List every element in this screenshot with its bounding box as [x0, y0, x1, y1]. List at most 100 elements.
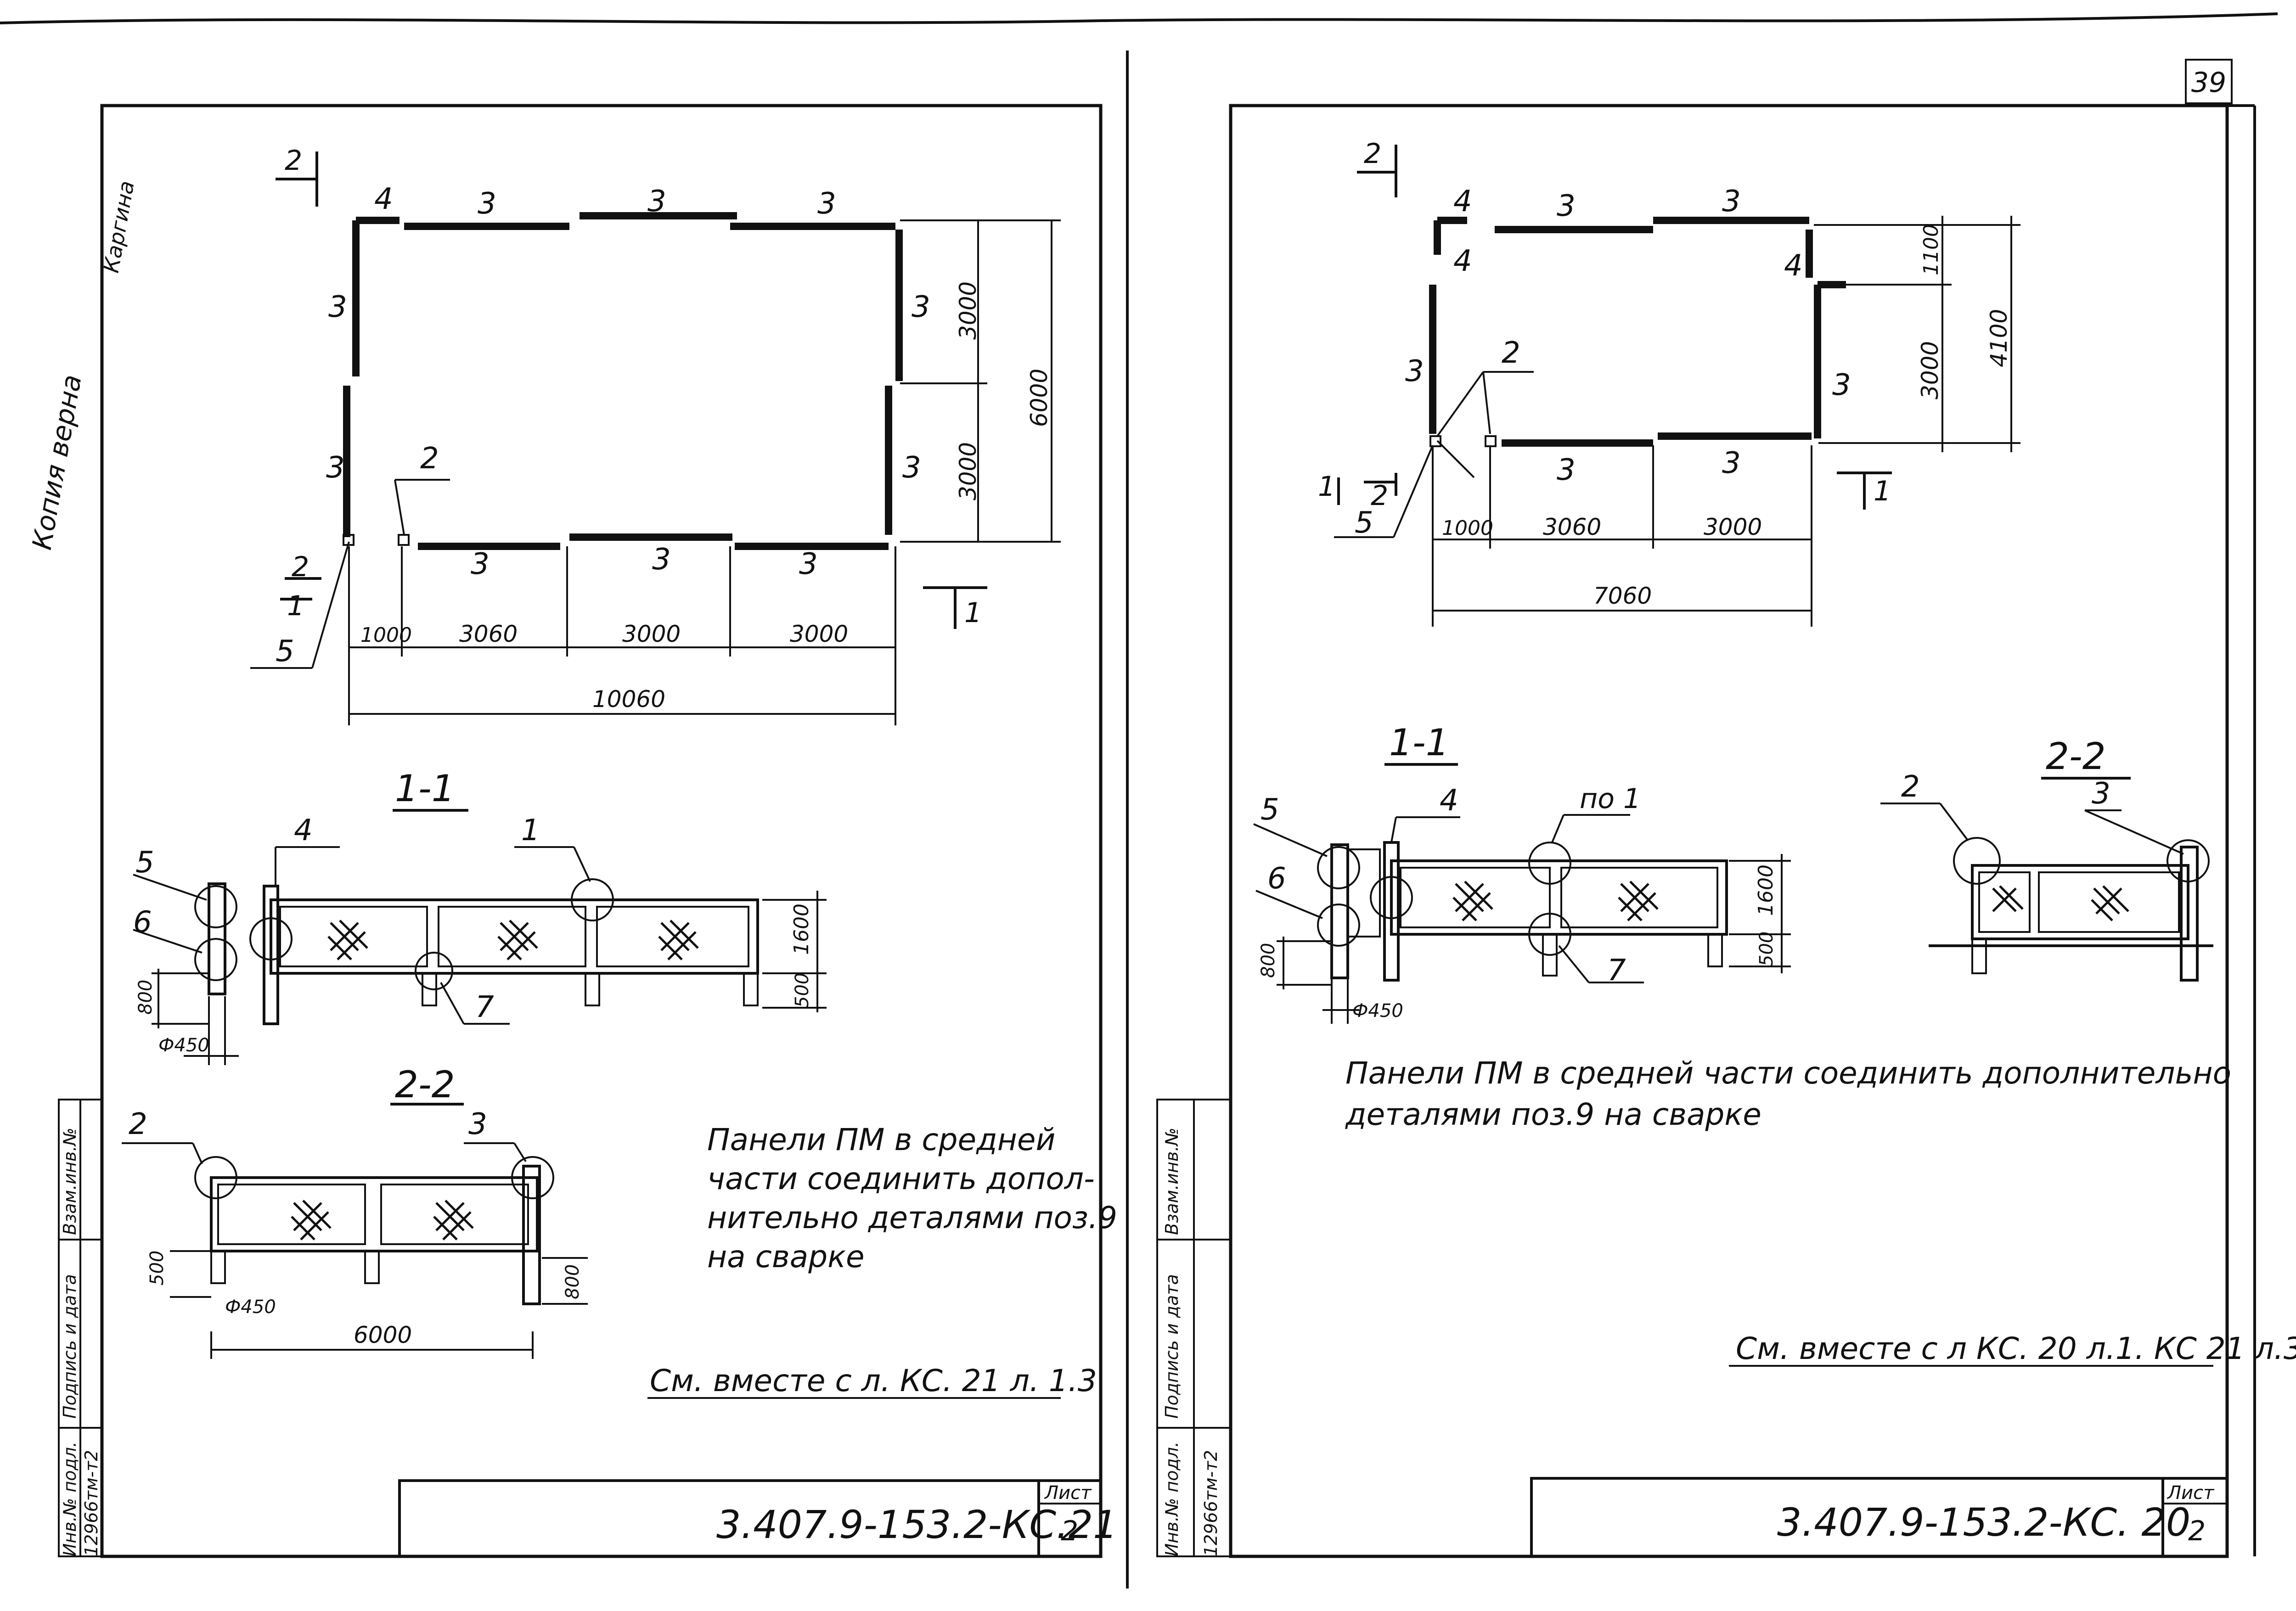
right-s22-callout-2: 2 — [1901, 770, 1920, 804]
left-stamp-code: 3.407.9-153.2-КС.21 — [716, 1502, 1118, 1547]
right-panel-label-3: 3 — [1405, 354, 1424, 388]
right-dim-right-total: 4100 — [1986, 309, 2012, 367]
right-section-1-1: 1-1 5 6 4 по 1 — [1253, 721, 1791, 1024]
left-note-line-2: части соединить допол- — [707, 1161, 1095, 1196]
right-see-also: См. вместе с л КС. 20 л.1. КС 21 л.3 — [1736, 1331, 2296, 1366]
left-corner-label: 4 — [374, 182, 393, 216]
left-s11-dim-1600: 1600 — [790, 904, 813, 955]
left-s22-callout-2: 2 — [129, 1107, 147, 1141]
left-panel-label-7: 3 — [902, 451, 921, 485]
right-s11-callout-6: 6 — [1267, 862, 1286, 896]
right-side-stamp: Инв.№ подл. 12966тм-т2 Подпись и дата Вз… — [1156, 1099, 1232, 1557]
left-note-line-4: на сварке — [707, 1239, 865, 1274]
right-section-1-top: 1 — [1874, 475, 1891, 507]
left-s22-title: 2-2 — [395, 1063, 455, 1106]
left-panel-label-1: 3 — [478, 187, 496, 221]
left-panel-label-6: 3 — [912, 290, 930, 324]
right-section-2-bottom: 2 — [1371, 480, 1388, 512]
right-s22-title: 2-2 — [2046, 735, 2106, 778]
left-frame — [100, 104, 1103, 1558]
margin-note: Копия верна Каргина — [26, 179, 139, 552]
right-sign-date: Подпись и дата — [1162, 1274, 1182, 1419]
left-vzam: Взам.инв.№ — [60, 1128, 80, 1235]
left-panel-label-2: 3 — [647, 185, 666, 219]
left-panel-label-4: 3 — [328, 290, 347, 324]
right-panel-label-6: 3 — [1722, 446, 1741, 480]
left-dim-1000: 1000 — [360, 623, 412, 647]
right-section-1-bottom: 1 — [1318, 471, 1335, 503]
right-dim-total: 7060 — [1593, 583, 1652, 609]
right-dim-3000: 3000 — [1704, 514, 1762, 540]
left-section-1-bottom: 1 — [287, 590, 304, 622]
right-plan-callout-2: 2 — [1502, 336, 1520, 370]
right-s11-dim-1600: 1600 — [1754, 864, 1778, 916]
left-s11-callout-5: 5 — [135, 846, 154, 880]
left-panel-label-8: 3 — [471, 547, 490, 581]
left-inv-orig: Инв.№ подл. — [60, 1442, 80, 1556]
left-s22-dim-6000: 6000 — [354, 1322, 412, 1348]
right-corner-label-2: 4 — [1453, 244, 1472, 278]
left-side-stamp: Инв.№ подл. 12966тм-т2 Подпись и дата Вз… — [58, 1099, 103, 1557]
left-s11-title: 1-1 — [395, 767, 455, 810]
top-edge-line — [0, 12, 2278, 24]
left-dim-right-3000-a: 3000 — [955, 281, 981, 340]
right-plan: 3 3 3 3 3 3 4 4 4 2 5 2 1 2 — [1318, 138, 2020, 627]
left-note: Панели ПМ в средней части соединить допо… — [707, 1122, 1117, 1274]
right-inv-orig: Инв.№ подл. — [1162, 1442, 1182, 1556]
right-panel-label-2: 3 — [1722, 185, 1741, 219]
right-s11-callout-4: 4 — [1440, 784, 1458, 818]
right-note-line-2: деталями поз.9 на сварке — [1345, 1097, 1761, 1132]
right-inv-no: 12966тм-т2 — [1201, 1450, 1221, 1556]
right-dim-1000: 1000 — [1442, 516, 1493, 540]
right-s11-callout-5: 5 — [1261, 793, 1279, 827]
right-section-2-top: 2 — [1364, 138, 1381, 170]
left-plan-callout-5: 5 — [276, 634, 294, 668]
left-plan: 3 3 3 3 3 3 3 3 3 3 4 2 5 2 2 1 — [250, 145, 1061, 725]
right-s11-dim-500: 500 — [1756, 932, 1777, 966]
right-section-2-2: 2-2 3 2 — [1880, 735, 2213, 982]
left-panel-label-10: 3 — [799, 547, 818, 581]
left-section-2-2: 2-2 2 3 500 800 — [122, 1063, 588, 1359]
left-dim-right-3000-b: 3000 — [955, 442, 981, 500]
left-panel-label-3: 3 — [817, 187, 836, 221]
left-see-also: См. вместе с л. КС. 21 л. 1.3 — [650, 1363, 1097, 1398]
left-stamp-sheet-no: 2 — [1061, 1515, 1078, 1547]
left-sign-date: Подпись и дата — [60, 1274, 80, 1419]
right-stamp-sheet-no: 2 — [2188, 1515, 2206, 1547]
left-dim-total: 10060 — [592, 686, 665, 713]
right-s11-callout-7: 7 — [1607, 954, 1626, 988]
right-corner-label-3: 4 — [1784, 249, 1803, 283]
left-section-2-bottom: 2 — [292, 551, 309, 583]
left-stamp: 3.407.9-153.2-КС.21 Лист 2 — [398, 1479, 1118, 1558]
right-dim-3060: 3060 — [1543, 514, 1601, 540]
left-panel-label-5: 3 — [326, 451, 345, 485]
left-dim-3000-b: 3000 — [790, 621, 848, 647]
right-dim-right-1100: 1100 — [1919, 224, 1943, 275]
right-sheet: Инв.№ подл. 12966тм-т2 Подпись и дата Вз… — [1156, 104, 2296, 1558]
right-panel-label-1: 3 — [1557, 189, 1576, 223]
left-section-1-1: 1-1 5 6 4 — [133, 767, 827, 1065]
left-sheet: Инв.№ подл. 12966тм-т2 Подпись и дата Вз… — [58, 104, 1118, 1558]
left-s22-dim-500: 500 — [146, 1251, 168, 1285]
right-note: Панели ПМ в средней части соединить допо… — [1345, 1055, 2231, 1132]
right-plan-callout-5: 5 — [1355, 506, 1373, 540]
right-dim-right-3000: 3000 — [1917, 341, 1943, 399]
left-dim-right-total: 6000 — [1026, 369, 1052, 427]
right-s11-callout-po1: по 1 — [1580, 783, 1641, 815]
right-stamp-code: 3.407.9-153.2-КС. 20 — [1777, 1500, 2190, 1545]
left-s11-diameter: Ф450 — [158, 1035, 209, 1056]
margin-note-line-1: Копия верна — [26, 372, 88, 552]
right-note-line-1: Панели ПМ в средней части соединить допо… — [1345, 1055, 2231, 1091]
page-number-box — [2185, 59, 2233, 104]
left-s22-dim-800: 800 — [562, 1264, 583, 1299]
right-vzam: Взам.инв.№ — [1162, 1128, 1182, 1235]
left-inv-no: 12966тм-т2 — [81, 1450, 101, 1556]
right-s11-title: 1-1 — [1389, 721, 1449, 764]
right-s11-dim-800: 800 — [1258, 943, 1279, 978]
margin-note-line-2: Каргина — [99, 179, 139, 275]
right-panel-label-5: 3 — [1557, 453, 1576, 487]
left-s11-dim-500: 500 — [792, 973, 813, 1008]
left-note-line-1: Панели ПМ в средней — [707, 1122, 1055, 1157]
left-dim-3000-a: 3000 — [622, 621, 681, 647]
